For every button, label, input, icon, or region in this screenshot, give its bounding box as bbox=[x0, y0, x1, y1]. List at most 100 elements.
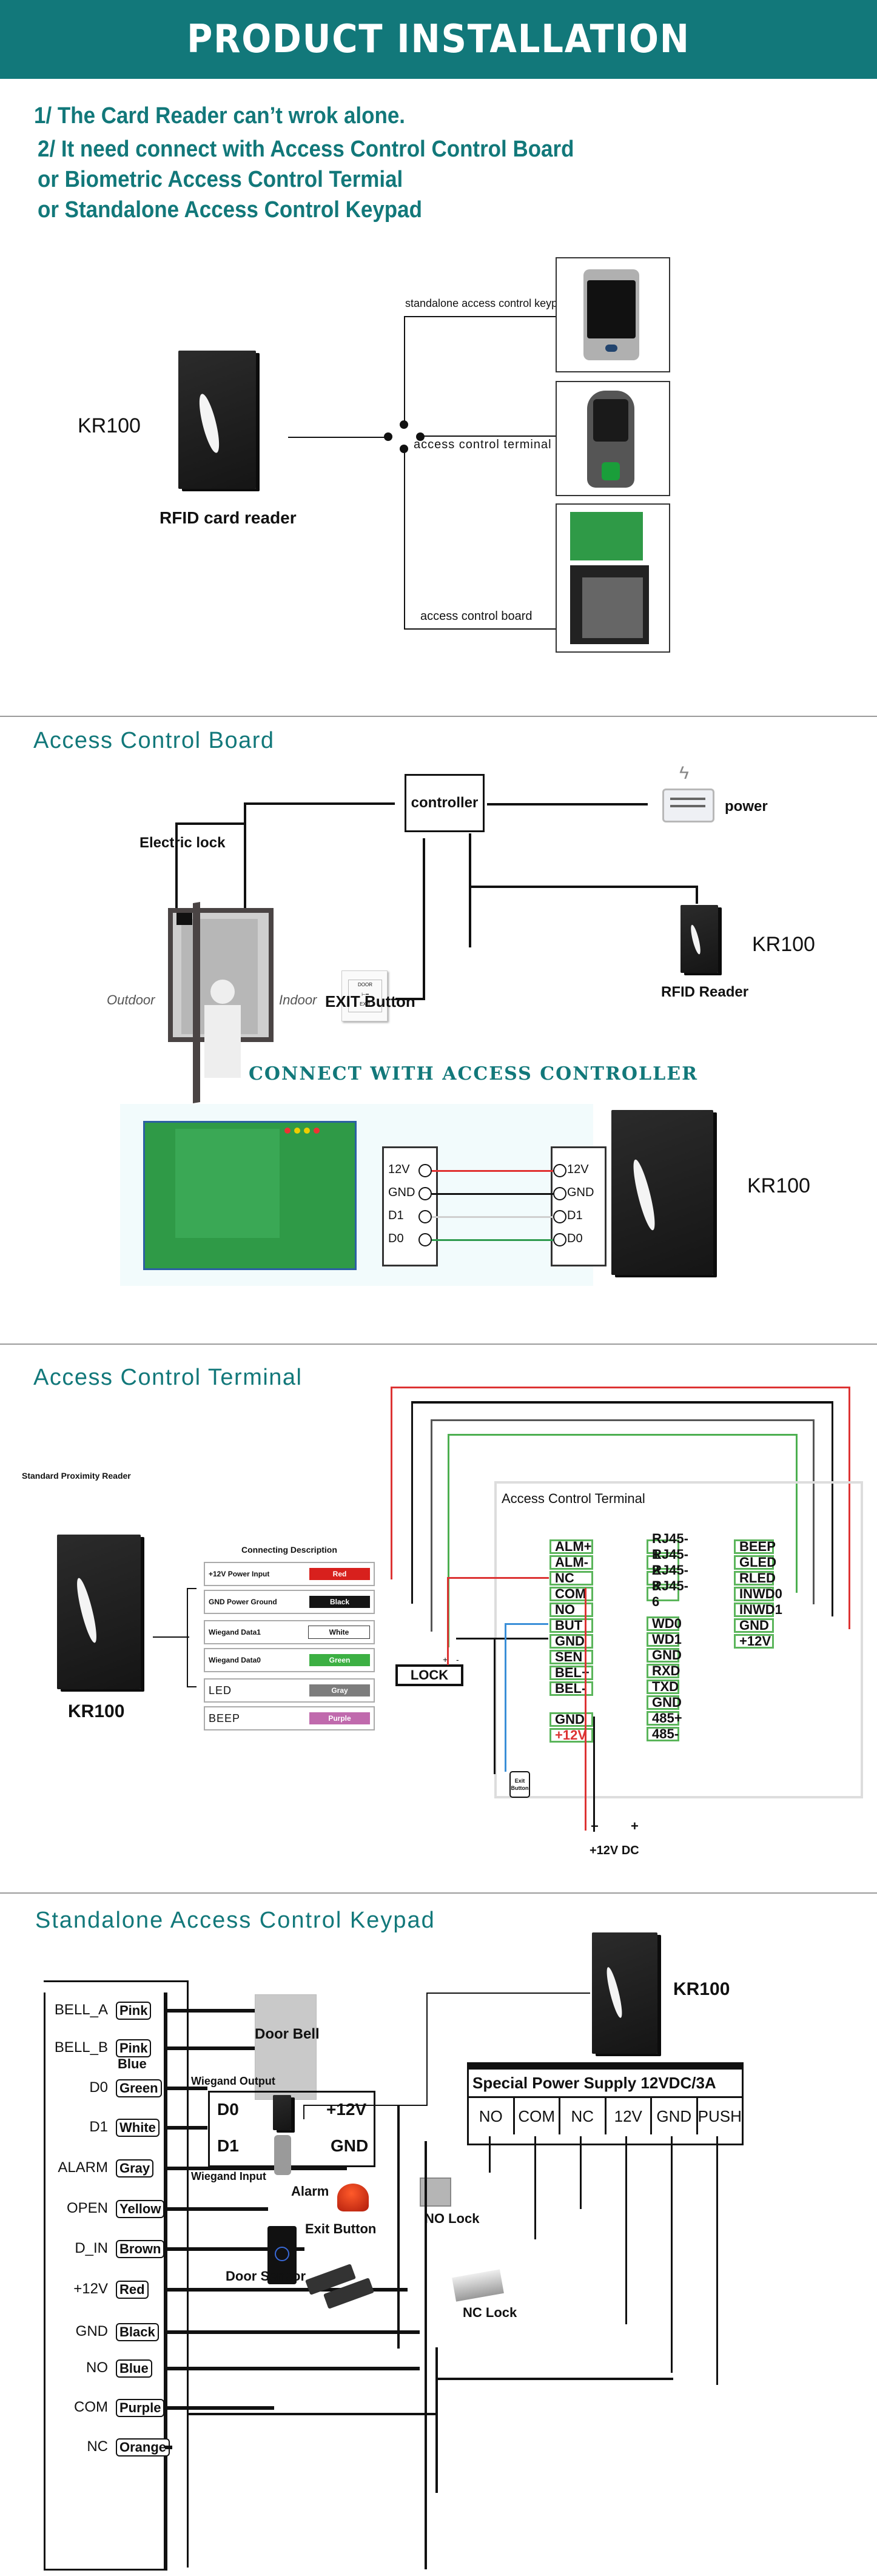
intro-line-1: 1/ The Card Reader can’t wrok alone. bbox=[34, 103, 406, 129]
screw-terminal-icon bbox=[553, 1164, 566, 1177]
power-supply-wire bbox=[671, 2136, 673, 2373]
exit-button-plate-icon: DOOR ⊢━ EXIT bbox=[341, 970, 388, 1021]
power-supply-terminal: 12V bbox=[607, 2098, 652, 2134]
section-title-keypad: Standalone Access Control Keypad bbox=[35, 1908, 435, 1933]
wire-green bbox=[796, 1434, 798, 1593]
wire-black bbox=[494, 1638, 496, 1774]
wire bbox=[404, 316, 557, 317]
screw-terminal-icon bbox=[418, 1233, 432, 1246]
terminal-pin: NC bbox=[549, 1570, 593, 1586]
wire bbox=[153, 1636, 189, 1638]
keypad-wire-color: Gray bbox=[116, 2159, 154, 2177]
wire-black bbox=[593, 1717, 595, 1832]
terminal-panel-title: Access Control Terminal bbox=[502, 1491, 645, 1506]
terminal-pin: INWD1 bbox=[734, 1602, 782, 1617]
rfid-reader-image bbox=[611, 1110, 713, 1275]
wire-color-chip: Purple bbox=[309, 1712, 370, 1724]
power-supply-terminal: COM bbox=[515, 2098, 560, 2134]
keypad-reader-model: KR100 bbox=[673, 1979, 730, 1999]
junction-dot bbox=[400, 445, 408, 453]
controller-label: controller bbox=[411, 795, 479, 811]
controller-pin-label: D0 bbox=[388, 1232, 404, 1245]
wire bbox=[423, 838, 425, 999]
terminal-pin: COM bbox=[549, 1586, 593, 1601]
door-bell-image bbox=[255, 1994, 317, 2100]
keypad-wire-color: White bbox=[116, 2119, 160, 2137]
exit-button-label: Exit Button bbox=[305, 2221, 377, 2236]
wire-red bbox=[848, 1387, 850, 1629]
keypad-pin-wire bbox=[165, 2446, 172, 2449]
screw-terminal-icon bbox=[553, 1210, 566, 1223]
terminal-pin: BUT bbox=[549, 1618, 593, 1633]
mini-keypad-image bbox=[274, 2135, 291, 2175]
pin-wire bbox=[432, 1170, 553, 1172]
exit-button-image bbox=[267, 2226, 297, 2284]
power-supply-terminal: PUSH bbox=[697, 2107, 742, 2125]
wire bbox=[426, 1993, 590, 1994]
terminal-pin: BEL+ bbox=[549, 1665, 593, 1680]
terminal-pin: WD1 bbox=[647, 1632, 682, 1647]
reader-pin-label: D0 bbox=[567, 1232, 583, 1245]
nc-lock-label: NC Lock bbox=[463, 2305, 517, 2320]
terminal-pin: TXD bbox=[647, 1679, 679, 1694]
terminal-reader-model: KR100 bbox=[68, 1701, 125, 1721]
wiegand-gnd: GND bbox=[331, 2136, 369, 2155]
controller-pcb-image bbox=[143, 1121, 357, 1270]
keypad-body-edge bbox=[187, 1980, 189, 2568]
power-supply-title: Special Power Supply 12VDC/3A bbox=[469, 2070, 742, 2098]
wire bbox=[426, 1993, 428, 2106]
keypad-pin-wire bbox=[165, 2167, 347, 2170]
wire-gray bbox=[431, 1419, 432, 1632]
wire-red bbox=[585, 1588, 586, 1831]
pin-wire bbox=[432, 1193, 553, 1195]
keypad-pin-name: +12V bbox=[73, 2281, 108, 2297]
wiegand-box bbox=[208, 2091, 375, 2167]
description-label: GND Power Ground bbox=[209, 1598, 277, 1606]
wire-red bbox=[447, 1577, 549, 1580]
dc-minus: − bbox=[591, 1818, 599, 1834]
exit-button-label: EXIT Button bbox=[325, 992, 415, 1011]
keypad-wire-color: Black bbox=[116, 2323, 159, 2341]
controller-box: controller bbox=[405, 774, 485, 832]
keypad-pin-name: GND bbox=[75, 2323, 108, 2339]
wire-color-chip: Gray bbox=[309, 1684, 370, 1697]
board-pcb-image bbox=[570, 512, 643, 560]
keypad-pin-name: NC bbox=[87, 2438, 108, 2455]
wire bbox=[469, 886, 698, 888]
wire bbox=[404, 628, 557, 630]
keypad-pin-name: ALARM bbox=[58, 2159, 108, 2176]
wire bbox=[395, 998, 425, 1000]
controller-pin-label: 12V bbox=[388, 1163, 410, 1176]
wire-color-chip: White bbox=[308, 1626, 370, 1639]
lock-label: LOCK bbox=[410, 1667, 449, 1683]
terminal-pin: ALM+ bbox=[549, 1539, 593, 1554]
power-supply-wire bbox=[716, 2136, 718, 2385]
door-sensor-label: Door Sensor bbox=[226, 2268, 306, 2284]
keypad-wire-color: Red bbox=[116, 2281, 149, 2299]
wire-gray bbox=[813, 1419, 815, 1604]
screw-terminal-icon bbox=[418, 1164, 432, 1177]
wire bbox=[435, 2347, 438, 2493]
description-label: Wiegand Data0 bbox=[209, 1656, 261, 1664]
power-supply-icon bbox=[662, 789, 714, 822]
wire bbox=[246, 802, 395, 805]
board-reader-model: KR100 bbox=[752, 933, 815, 956]
keypad-pin-name: NO bbox=[86, 2359, 108, 2376]
wire bbox=[696, 886, 698, 904]
wire bbox=[397, 2106, 400, 2349]
keypad-wire-color: Brown bbox=[116, 2240, 165, 2258]
keypad-body-edge bbox=[164, 1993, 166, 2569]
indoor-label: Indoor bbox=[279, 992, 317, 1007]
wire-green bbox=[448, 1434, 798, 1436]
exit-plate-top: DOOR bbox=[358, 982, 372, 987]
terminal-pin: BEEP bbox=[734, 1539, 776, 1554]
keypad-pin-wire bbox=[165, 2046, 256, 2050]
overview-reader-model: KR100 bbox=[78, 414, 141, 437]
junction-dot bbox=[400, 420, 408, 429]
wire-black bbox=[832, 1401, 833, 1616]
keypad-pin-name: OPEN bbox=[66, 2200, 108, 2216]
